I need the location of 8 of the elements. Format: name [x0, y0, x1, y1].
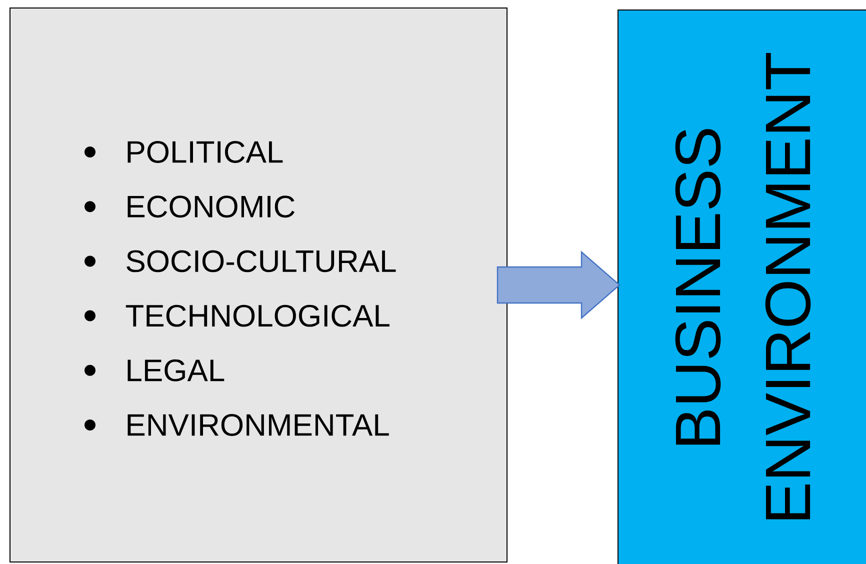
- bullet-item: ECONOMIC: [84, 196, 295, 218]
- bullet-item: LEGAL: [84, 359, 224, 382]
- bullet-item: TECHNOLOGICAL: [84, 304, 390, 327]
- block-arrow: [496, 250, 620, 320]
- bullet-item: POLITICAL: [84, 141, 283, 163]
- title-panel: BUSINESS ENVIRONMENT: [618, 10, 866, 564]
- bullet-item: SOCIO-CULTURAL: [84, 250, 396, 272]
- bullet-item: ENVIRONMENTAL: [84, 414, 389, 436]
